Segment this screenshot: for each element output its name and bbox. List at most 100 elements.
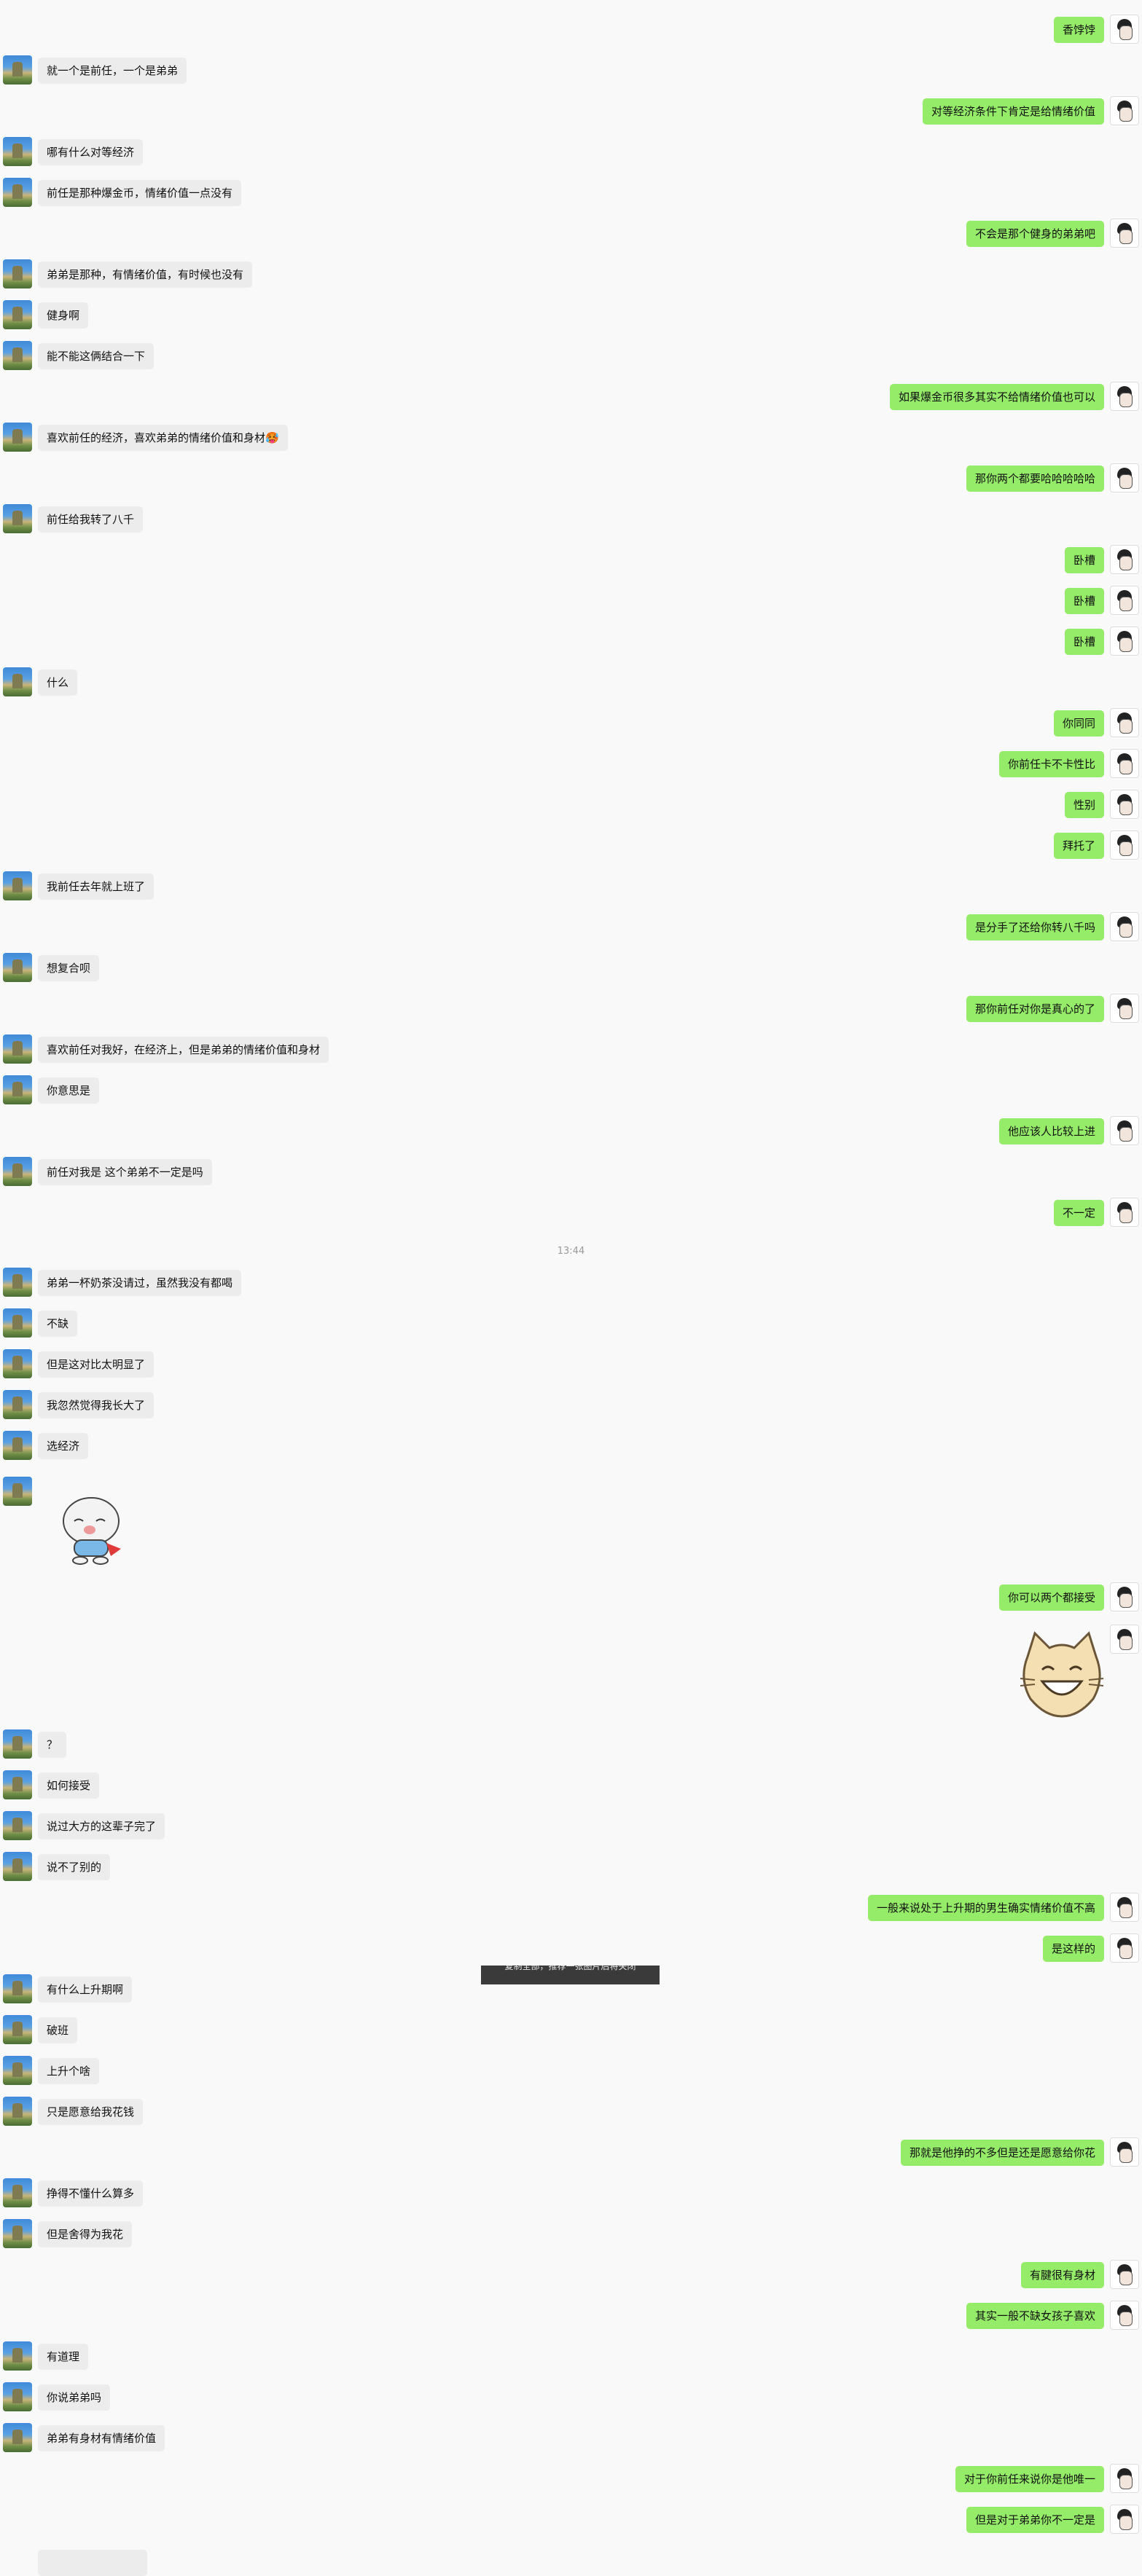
avatar[interactable]	[1110, 749, 1139, 778]
message-bubble[interactable]: 前任是那种爆金币，情绪价值一点没有	[38, 180, 242, 206]
avatar[interactable]	[3, 300, 32, 329]
message-bubble[interactable]: 那就是他挣的不多但是还是愿意给你花	[900, 2140, 1104, 2166]
avatar[interactable]	[3, 504, 32, 533]
avatar[interactable]	[3, 1729, 32, 1759]
message-bubble[interactable]: 我前任去年就上班了	[38, 873, 155, 900]
message-bubble[interactable]: 对于你前任来说你是他唯一	[955, 2466, 1104, 2492]
avatar[interactable]	[3, 2178, 32, 2207]
message-bubble[interactable]: 不会是那个健身的弟弟吧	[966, 221, 1104, 247]
avatar[interactable]	[3, 2097, 32, 2126]
message-bubble[interactable]: 如果爆金币很多其实不给情绪价值也可以	[889, 384, 1104, 410]
avatar[interactable]	[1110, 96, 1139, 125]
avatar[interactable]	[1110, 2464, 1139, 2493]
avatar[interactable]	[1110, 1198, 1139, 1227]
message-bubble[interactable]: 破班	[38, 2017, 78, 2043]
message-bubble[interactable]: 其实一般不缺女孩子喜欢	[966, 2303, 1104, 2329]
avatar[interactable]	[3, 1477, 32, 1506]
bear-sticker[interactable]	[51, 1492, 131, 1565]
message-bubble[interactable]: 那你前任对你是真心的了	[966, 996, 1104, 1022]
message-bubble[interactable]: 你前任卡不卡性比	[998, 751, 1104, 777]
message-bubble[interactable]: 健身啊	[38, 302, 89, 329]
message-bubble[interactable]: 我忽然觉得我长大了	[38, 1392, 155, 1418]
message-bubble-partial[interactable]	[38, 2550, 147, 2576]
message-bubble[interactable]: 你同同	[1053, 710, 1104, 737]
avatar[interactable]	[3, 2219, 32, 2248]
message-bubble[interactable]: 前任给我转了八千	[38, 506, 144, 533]
message-bubble[interactable]: 香饽饽	[1053, 17, 1104, 43]
avatar[interactable]	[3, 2382, 32, 2411]
avatar[interactable]	[1110, 1625, 1139, 1654]
avatar[interactable]	[3, 423, 32, 452]
message-bubble[interactable]: 弟弟一杯奶茶没请过，虽然我没有都喝	[38, 1270, 242, 1296]
message-bubble[interactable]: 有腱很有身材	[1020, 2262, 1104, 2288]
avatar[interactable]	[3, 667, 32, 696]
message-bubble[interactable]: 什么	[38, 669, 78, 696]
avatar[interactable]	[3, 341, 32, 370]
avatar[interactable]	[1110, 1893, 1139, 1922]
message-bubble[interactable]: 他应该人比较上进	[998, 1118, 1104, 1144]
avatar[interactable]	[1110, 994, 1139, 1023]
message-bubble[interactable]: 弟弟有身材有情绪价值	[38, 2425, 165, 2451]
avatar[interactable]	[3, 871, 32, 900]
avatar[interactable]	[3, 1034, 32, 1064]
avatar[interactable]	[1110, 1933, 1139, 1963]
message-bubble[interactable]: 但是这对比太明显了	[38, 1351, 155, 1378]
avatar[interactable]	[3, 55, 32, 85]
avatar[interactable]	[1110, 2505, 1139, 2534]
message-bubble[interactable]: 不一定	[1053, 1200, 1104, 1226]
message-bubble[interactable]: 卧槽	[1064, 588, 1104, 614]
avatar[interactable]	[1110, 382, 1139, 411]
message-bubble[interactable]: 哪有什么对等经济	[38, 139, 144, 165]
avatar[interactable]	[1110, 463, 1139, 492]
avatar[interactable]	[1110, 2137, 1139, 2167]
avatar[interactable]	[3, 1852, 32, 1881]
avatar[interactable]	[1110, 1582, 1139, 1611]
avatar[interactable]	[3, 1308, 32, 1338]
message-bubble[interactable]: 前任对我是 这个弟弟不一定是吗	[38, 1159, 212, 1185]
avatar[interactable]	[1110, 912, 1139, 941]
message-bubble[interactable]: 喜欢前任的经济，喜欢弟弟的情绪价值和身材🥵	[38, 425, 288, 451]
avatar[interactable]	[1110, 219, 1139, 248]
message-bubble[interactable]: 就一个是前任，一个是弟弟	[38, 58, 187, 84]
message-bubble[interactable]: 但是对于弟弟你不一定是	[966, 2507, 1104, 2533]
avatar[interactable]	[1110, 790, 1139, 819]
message-bubble[interactable]: 是这样的	[1042, 1936, 1104, 1962]
avatar[interactable]	[3, 2056, 32, 2085]
message-bubble[interactable]: 是分手了还给你转八千吗	[966, 914, 1104, 941]
message-bubble[interactable]: 卧槽	[1064, 629, 1104, 655]
message-bubble[interactable]: 你说弟弟吗	[38, 2384, 111, 2411]
avatar[interactable]	[3, 1157, 32, 1186]
avatar[interactable]	[3, 2341, 32, 2371]
avatar[interactable]	[3, 259, 32, 288]
avatar[interactable]	[3, 1770, 32, 1799]
avatar[interactable]	[3, 1390, 32, 1419]
message-bubble[interactable]: 说过大方的这辈子完了	[38, 1813, 165, 1839]
message-bubble[interactable]: 只是愿意给我花钱	[38, 2099, 144, 2125]
message-bubble[interactable]: 卧槽	[1064, 547, 1104, 573]
message-bubble[interactable]: 不缺	[38, 1311, 78, 1337]
message-bubble[interactable]: 挣得不懂什么算多	[38, 2180, 144, 2207]
message-bubble[interactable]: 拜托了	[1053, 833, 1104, 859]
message-bubble[interactable]: 性别	[1064, 792, 1104, 818]
avatar[interactable]	[3, 1974, 32, 2003]
message-bubble[interactable]: 说不了别的	[38, 1854, 111, 1880]
message-bubble[interactable]: 对等经济条件下肯定是给情绪价值	[922, 98, 1104, 125]
message-bubble[interactable]: ？	[38, 1732, 67, 1758]
message-bubble[interactable]: 但是舍得为我花	[38, 2221, 133, 2247]
avatar[interactable]	[1110, 586, 1139, 615]
message-bubble[interactable]: 你可以两个都接受	[998, 1585, 1104, 1611]
avatar[interactable]	[3, 2423, 32, 2452]
avatar[interactable]	[3, 1349, 32, 1378]
cat-sticker[interactable]	[1014, 1627, 1109, 1722]
message-bubble[interactable]: 喜欢前任对我好，在经济上，但是弟弟的情绪价值和身材	[38, 1037, 329, 1063]
avatar[interactable]	[3, 137, 32, 166]
avatar[interactable]	[1110, 2301, 1139, 2330]
avatar[interactable]	[1110, 2260, 1139, 2289]
avatar[interactable]	[1110, 15, 1139, 44]
message-bubble[interactable]: 上升个啥	[38, 2058, 100, 2084]
avatar[interactable]	[1110, 545, 1139, 574]
avatar[interactable]	[3, 1075, 32, 1104]
avatar[interactable]	[1110, 1116, 1139, 1145]
message-bubble[interactable]: 一般来说处于上升期的男生确实情绪价值不高	[867, 1895, 1104, 1921]
avatar[interactable]	[3, 2015, 32, 2044]
